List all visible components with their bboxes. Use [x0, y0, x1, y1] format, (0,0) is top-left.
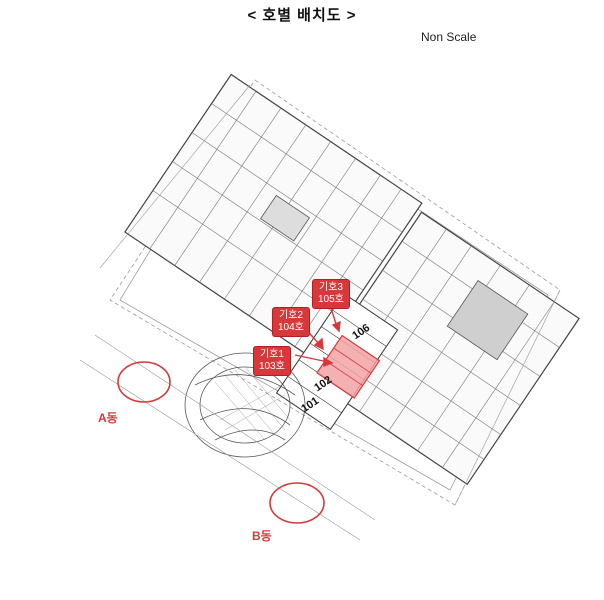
page-title: < 호별 배치도 > [247, 7, 357, 24]
callout-105-symbol: 기호3 [318, 282, 343, 293]
callout-104-symbol: 기호2 [278, 310, 303, 321]
callout-103: 기호1 103호 [253, 346, 291, 376]
callout-103-symbol: 기호1 [259, 349, 284, 360]
callout-104: 기호2 104호 [272, 307, 310, 337]
callout-104-unit: 104호 [278, 322, 304, 333]
dimension-lines [79, 84, 561, 541]
plaza-grid [214, 366, 293, 441]
building-b-label: B동 [252, 529, 272, 543]
building-b-plan [308, 211, 580, 486]
building-a-label: A동 [98, 411, 118, 425]
scale-note: Non Scale [421, 30, 477, 44]
building-a-marker-circle [117, 361, 171, 403]
building-b-marker-circle [269, 482, 325, 524]
callout-103-unit: 103호 [259, 361, 285, 372]
callout-105-unit: 105호 [318, 294, 344, 305]
callout-105: 기호3 105호 [312, 279, 350, 309]
highlighted-units [316, 334, 381, 399]
